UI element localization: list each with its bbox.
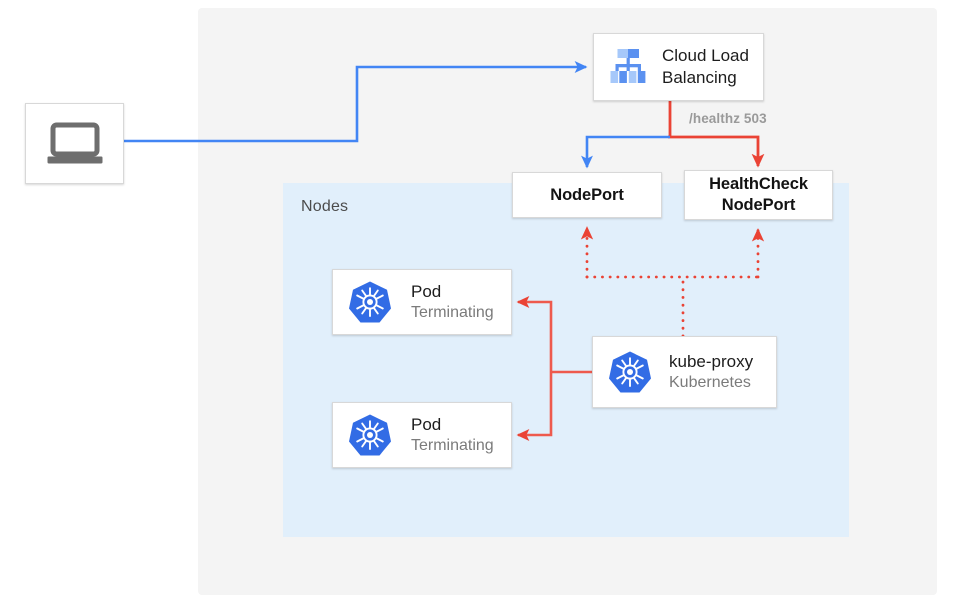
nodeport-label: NodePort xyxy=(550,185,624,204)
cloud-load-balancing-line-2: Balancing xyxy=(662,68,737,87)
kubernetes-icon xyxy=(347,413,393,457)
client-device-card[interactable] xyxy=(25,103,124,184)
pod-card-2[interactable]: Pod Terminating xyxy=(332,402,512,468)
healthz-status-label: /healthz 503 xyxy=(689,111,767,126)
healthcheck-nodeport-card[interactable]: HealthCheck NodePort xyxy=(684,170,833,220)
pod-2-title: Pod xyxy=(411,414,442,434)
kubernetes-icon xyxy=(347,280,393,324)
nodes-panel-label: Nodes xyxy=(301,198,349,215)
healthcheck-nodeport-line-2: NodePort xyxy=(721,196,796,214)
pod-2-status: Terminating xyxy=(411,436,494,454)
pod-1-title: Pod xyxy=(411,281,442,301)
nodeport-card[interactable]: NodePort xyxy=(512,172,662,218)
kube-proxy-subtitle: Kubernetes xyxy=(669,373,751,391)
healthcheck-nodeport-line-1: HealthCheck xyxy=(709,175,808,194)
cloud-load-balancing-line-1: Cloud Load xyxy=(662,46,749,66)
cloud-load-balancing-icon xyxy=(604,48,652,86)
laptop-icon xyxy=(47,122,102,163)
kube-proxy-title: kube-proxy xyxy=(669,351,754,371)
pod-card-1[interactable]: Pod Terminating xyxy=(332,269,512,335)
kubernetes-icon xyxy=(607,350,653,394)
kube-proxy-card[interactable]: kube-proxy Kubernetes xyxy=(592,336,777,408)
pod-1-status: Terminating xyxy=(411,303,494,321)
cloud-load-balancing-card[interactable]: Cloud Load Balancing xyxy=(593,33,764,101)
